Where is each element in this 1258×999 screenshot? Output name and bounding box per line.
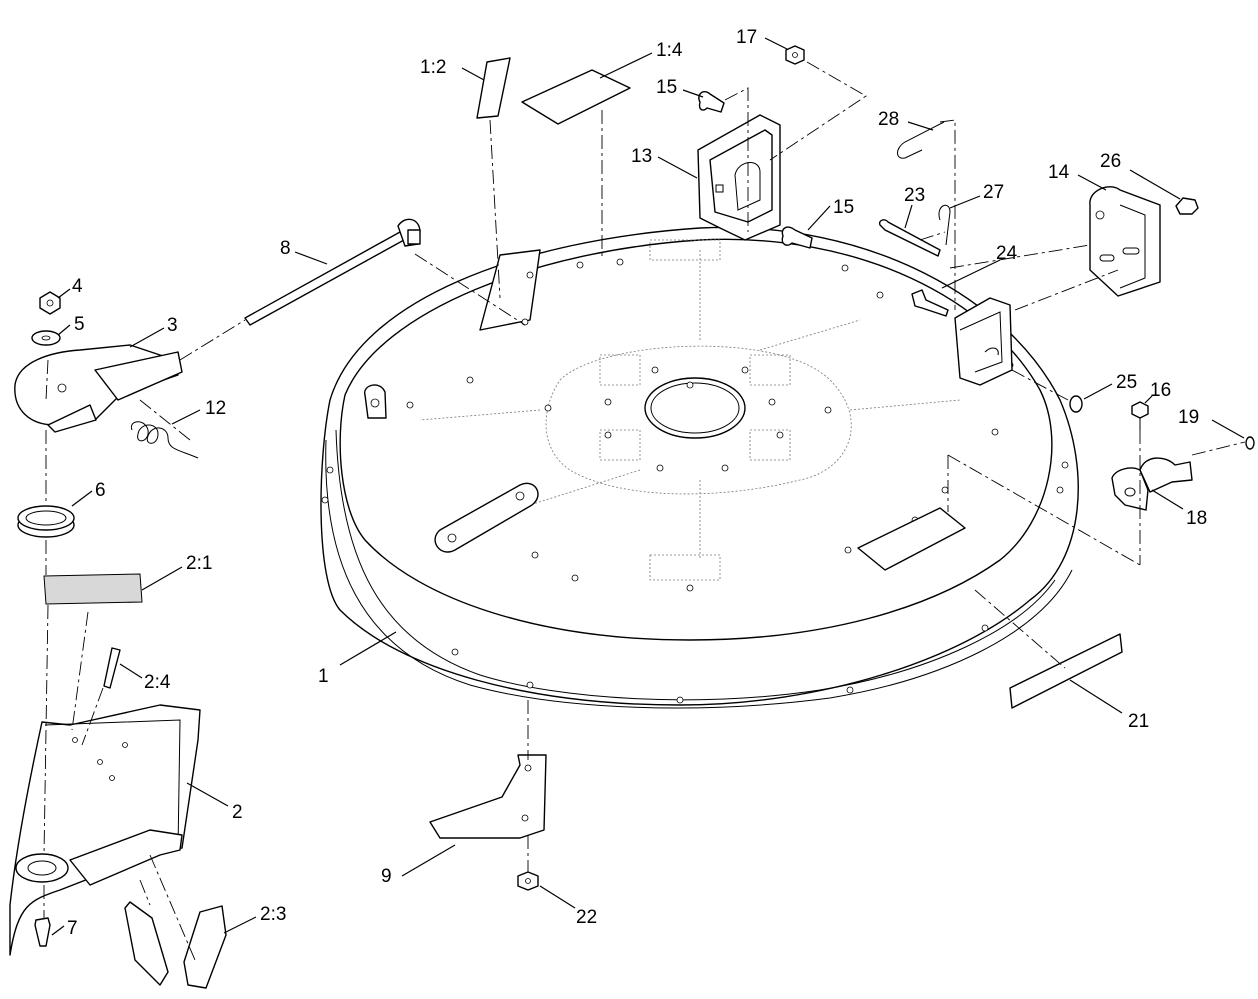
callout-15-a: 15 (656, 77, 677, 98)
bolt-part-15a (698, 91, 725, 113)
callout-18: 18 (1186, 508, 1207, 529)
nut-part-17 (785, 45, 805, 65)
bolt-part-26 (1175, 197, 1199, 215)
callout-13: 13 (631, 146, 652, 167)
callout-1-2: 1:2 (420, 57, 446, 78)
callout-2-3: 2:3 (260, 904, 286, 925)
callout-22: 22 (576, 907, 597, 928)
bolt-part-16 (1131, 401, 1149, 430)
hairpin-part-28 (897, 121, 945, 159)
decal-part-21 (1009, 633, 1123, 709)
bolt-part-7 (34, 917, 51, 947)
cotter-pin-part-27 (938, 204, 951, 246)
callout-24: 24 (996, 243, 1018, 264)
callout-9: 9 (381, 866, 392, 887)
callout-16: 16 (1150, 380, 1171, 401)
callout-8: 8 (280, 238, 291, 259)
bolt-part-24 (911, 289, 949, 317)
callout-5: 5 (74, 314, 85, 335)
callout-19: 19 (1178, 407, 1199, 428)
callout-4: 4 (72, 276, 83, 297)
pin-part-23 (878, 219, 941, 257)
fitting-part-18 (1111, 457, 1193, 511)
decal-1-4 (521, 69, 631, 125)
callout-25: 25 (1116, 372, 1137, 393)
callout-28: 28 (878, 109, 899, 130)
callout-2: 2 (232, 802, 243, 823)
bracket-part-9 (429, 754, 547, 839)
leader-lines (51, 37, 1245, 936)
callout-1-4: 1:4 (656, 40, 683, 61)
lever-part-3 (14, 344, 183, 433)
mower-deck (320, 226, 1079, 709)
screw-2-4 (103, 647, 121, 689)
callout-labels: 1 1:2 1:4 2 2:1 2:3 2:4 3 4 5 6 7 8 9 12… (67, 27, 1207, 939)
callout-15-b: 15 (833, 197, 854, 218)
bracket-part-13 (697, 114, 781, 241)
oring-part-19 (1245, 436, 1255, 450)
alignment-lines (43, 61, 1246, 961)
callout-26: 26 (1100, 151, 1121, 172)
callout-27: 27 (983, 182, 1004, 203)
callout-3: 3 (167, 315, 178, 336)
callout-23: 23 (904, 185, 925, 206)
nut-part-22 (517, 871, 539, 891)
callout-2-1: 2:1 (186, 553, 212, 574)
nut-part-4 (39, 291, 61, 315)
deck-bolt-holes (321, 258, 1069, 704)
discharge-chute-part-2 (9, 704, 201, 956)
callout-7: 7 (67, 918, 78, 939)
callout-17: 17 (736, 27, 757, 48)
decal-2-1 (43, 573, 143, 605)
callout-2-4: 2:4 (144, 672, 171, 693)
callout-1: 1 (318, 666, 329, 687)
bracket-part-14 (1089, 186, 1161, 297)
bushing-part-6 (17, 505, 75, 538)
wedge-pair-2-3 (124, 901, 227, 989)
callout-14: 14 (1048, 162, 1070, 183)
callout-12: 12 (205, 398, 226, 419)
decal-strip-1-2 (476, 57, 511, 119)
washer-part-5 (31, 330, 61, 346)
washer-part-25 (1069, 395, 1083, 413)
spring-part-12 (130, 421, 199, 459)
rod-part-8 (244, 218, 421, 326)
callout-21: 21 (1128, 711, 1149, 732)
bolt-part-15b (781, 226, 813, 249)
callout-6: 6 (95, 480, 106, 501)
